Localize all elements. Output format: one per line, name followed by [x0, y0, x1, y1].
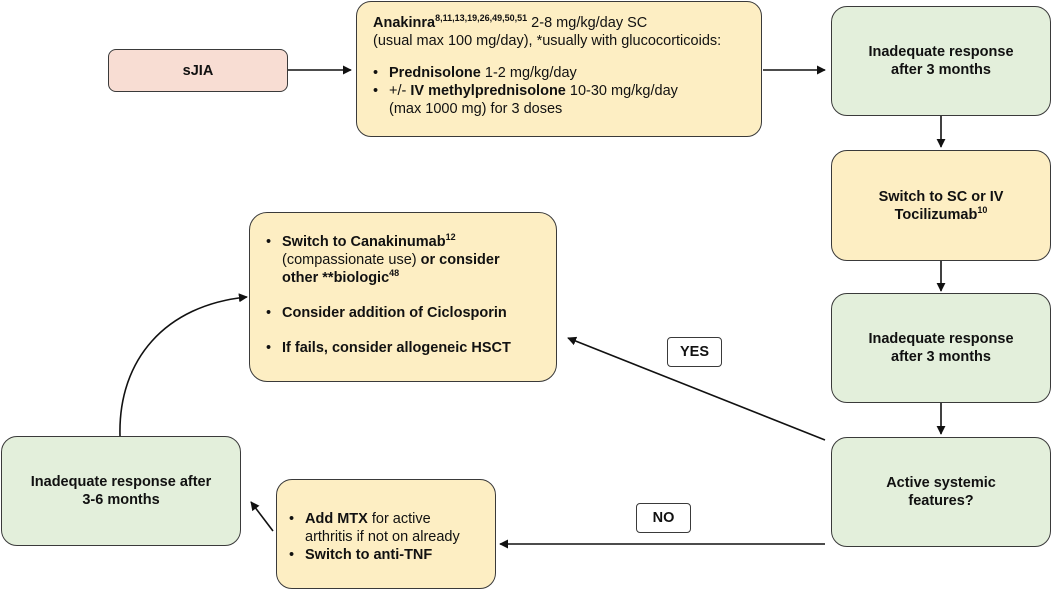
label-no: NO [636, 503, 691, 533]
anakinra-line2: (usual max 100 mg/day), *usually with gl… [373, 33, 722, 49]
node-canakinumab: Switch to Canakinumab12 (compassionate u… [249, 212, 557, 382]
arrow-mtx-to-inadequate [250, 501, 274, 532]
bullet-canakinumab: Switch to Canakinumab12 (compassionate u… [266, 233, 546, 287]
anakinra-line1: Anakinra8,11,13,19,26,49,50,51 2-8 mg/kg… [373, 14, 747, 32]
anakinra-bullet-prednisolone: Prednisolone 1-2 mg/kg/day [373, 64, 747, 82]
arrow-inadequate-to-canakinumab [119, 293, 248, 437]
anakinra-bullet-methylprednisolone: +/- IV methylprednisolone 10-30 mg/kg/da… [373, 82, 747, 118]
sjia-label: sJIA [182, 62, 214, 79]
anakinra-dose: 2-8 mg/kg/day SC [527, 15, 648, 31]
anakinra-bullets: Prednisolone 1-2 mg/kg/day +/- IV methyl… [373, 64, 747, 118]
bullet-anti-tnf: Switch to anti-TNF [289, 546, 487, 564]
label-yes: YES [667, 337, 722, 367]
canakinumab-bullets: Switch to Canakinumab12 (compassionate u… [266, 233, 546, 357]
bullet-hsct: If fails, consider allogeneic HSCT [266, 339, 546, 357]
node-sjia: sJIA [108, 49, 288, 92]
node-anakinra: Anakinra8,11,13,19,26,49,50,51 2-8 mg/kg… [356, 1, 762, 137]
bullet-ciclosporin: Consider addition of Ciclosporin [266, 304, 546, 322]
anakinra-refs: 8,11,13,19,26,49,50,51 [435, 13, 528, 24]
anakinra-drug: Anakinra [373, 15, 436, 31]
